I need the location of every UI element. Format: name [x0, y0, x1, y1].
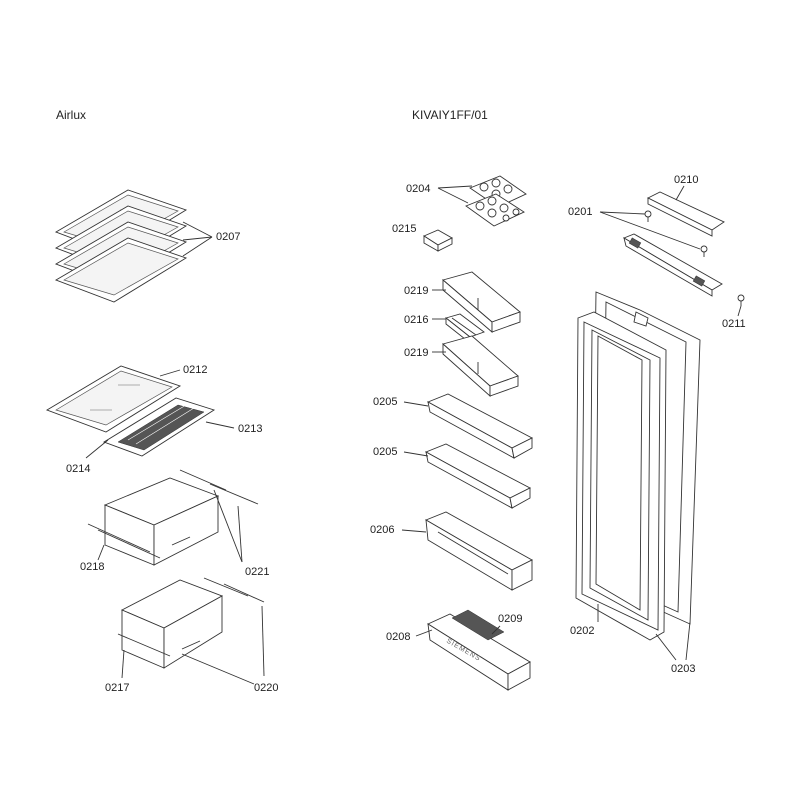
label-0211: 0211 — [722, 318, 746, 330]
label-0215: 0215 — [392, 223, 416, 235]
egg-tray-0204[interactable] — [465, 175, 527, 227]
label-0208: 0208 — [386, 631, 410, 643]
door-handle-0210[interactable] — [646, 191, 725, 237]
screw-0211[interactable] — [737, 294, 745, 306]
label-0214: 0214 — [66, 463, 90, 475]
bottle-shelf-0206[interactable] — [424, 511, 533, 591]
label-0202: 0202 — [570, 625, 594, 637]
divider-rack-0216[interactable] — [445, 313, 485, 344]
drawer-0217[interactable] — [120, 579, 224, 669]
label-0207: 0207 — [216, 231, 240, 243]
brand-title: Airlux — [56, 108, 87, 122]
label-0220: 0220 — [254, 682, 278, 694]
screw-0201-a[interactable] — [644, 210, 652, 222]
label-0206: 0206 — [370, 524, 394, 536]
label-0205-upper: 0205 — [373, 396, 397, 408]
label-0209: 0209 — [498, 613, 522, 625]
label-0216: 0216 — [404, 314, 428, 326]
label-0213: 0213 — [238, 423, 262, 435]
label-0210: 0210 — [674, 174, 698, 186]
label-0219-upper: 0219 — [404, 285, 428, 297]
label-0219-lower: 0219 — [404, 347, 428, 359]
hinge-bracket[interactable] — [622, 233, 723, 297]
shelf-grid-0213[interactable] — [102, 397, 216, 457]
small-container-0215[interactable] — [423, 229, 453, 252]
label-0218: 0218 — [80, 561, 104, 573]
bottom-door-shelf-0208[interactable]: SIEMENS — [427, 609, 531, 691]
label-0201: 0201 — [568, 206, 592, 218]
label-0204: 0204 — [406, 183, 430, 195]
label-0205-lower: 0205 — [373, 446, 397, 458]
glass-shelf-stack-0207[interactable] — [54, 189, 188, 303]
glass-shelf-0212[interactable] — [45, 365, 182, 433]
door-rack-0219-lower[interactable] — [442, 335, 519, 398]
label-0212: 0212 — [183, 364, 207, 376]
door-seal-0203[interactable] — [575, 311, 667, 641]
door-shelf-0205-lower[interactable] — [424, 443, 531, 509]
rail-set-0221[interactable] — [87, 469, 259, 559]
label-0221: 0221 — [245, 566, 269, 578]
model-number: KIVAIY1FF/01 — [412, 108, 488, 122]
door-rack-0219-upper[interactable] — [442, 271, 521, 333]
screw-0201-b[interactable] — [700, 245, 708, 257]
door-shelf-0205-upper[interactable] — [426, 393, 533, 459]
rail-set-0220[interactable] — [117, 577, 265, 657]
drawer-0218[interactable] — [103, 477, 220, 566]
label-0217: 0217 — [105, 682, 129, 694]
label-0203: 0203 — [671, 663, 695, 675]
